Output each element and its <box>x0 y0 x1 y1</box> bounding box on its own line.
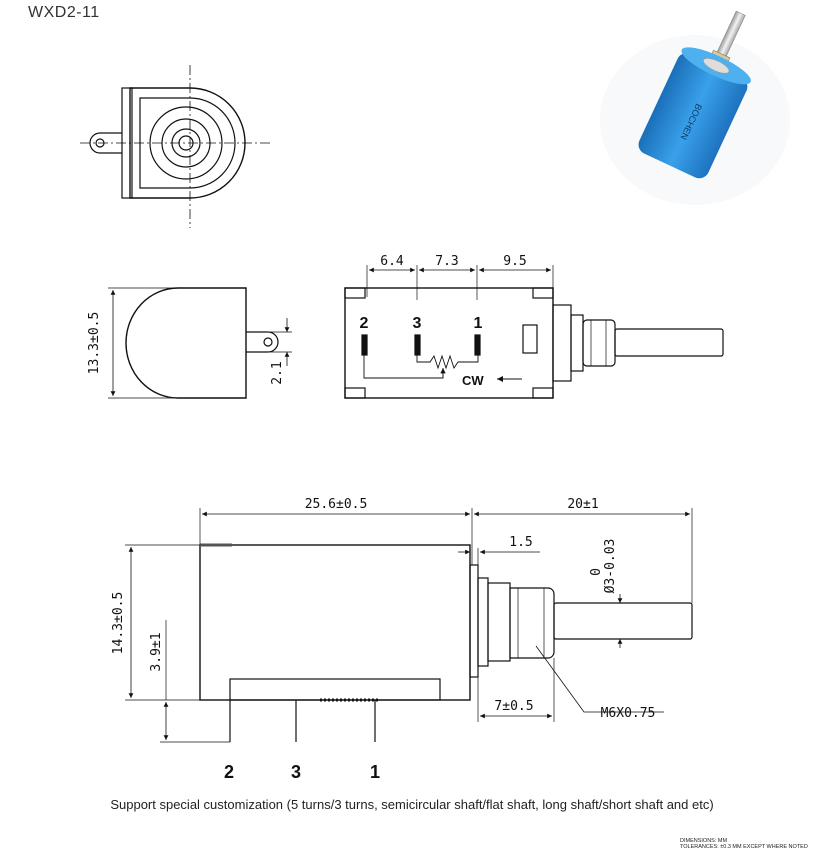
front-spacing-1: 6.4 <box>380 254 404 269</box>
front-pin-label-2: 2 <box>360 315 369 332</box>
flange-thickness-label: 1.5 <box>509 535 532 550</box>
bottom-view <box>125 508 693 743</box>
side-view <box>108 287 292 399</box>
shaft-length-label: 20±1 <box>567 497 598 512</box>
thread-length-label: 7±0.5 <box>494 699 533 714</box>
model-title: WXD2-11 <box>28 4 100 21</box>
front-spacing-2: 7.3 <box>435 254 458 269</box>
side-height-label: 13.3±0.5 <box>87 312 102 375</box>
shaft-tol-upper-label: 0 <box>589 568 604 576</box>
body-length-label: 25.6±0.5 <box>305 497 368 512</box>
tolerances-note: TOLERANCES: ±0.3 MM EXCEPT WHERE NOTED <box>680 844 808 850</box>
bottom-pin-label-3: 3 <box>291 762 301 782</box>
customization-caption: Support special customization (5 turns/3… <box>110 797 714 812</box>
overall-height-label: 14.3±0.5 <box>111 592 126 655</box>
side-tab-label: 2.1 <box>270 361 285 384</box>
bottom-pin-label-2: 2 <box>224 762 234 782</box>
front-pin-label-3: 3 <box>413 315 422 332</box>
cw-direction-label: CW <box>462 373 484 388</box>
front-pin-label-1: 1 <box>474 315 483 332</box>
front-view <box>344 265 724 399</box>
pin-height-label: 3.9±1 <box>149 632 164 671</box>
dimensions-note: DIMENSIONS: MM <box>680 838 728 844</box>
front-spacing-3: 9.5 <box>503 254 526 269</box>
bottom-pin-label-1: 1 <box>370 762 380 782</box>
product-photo: BOCHEN <box>600 10 790 205</box>
thread-spec-label: M6X0.75 <box>601 706 656 721</box>
end-view <box>80 65 272 228</box>
shaft-diameter-label: Ø3-0.03 <box>603 539 618 594</box>
